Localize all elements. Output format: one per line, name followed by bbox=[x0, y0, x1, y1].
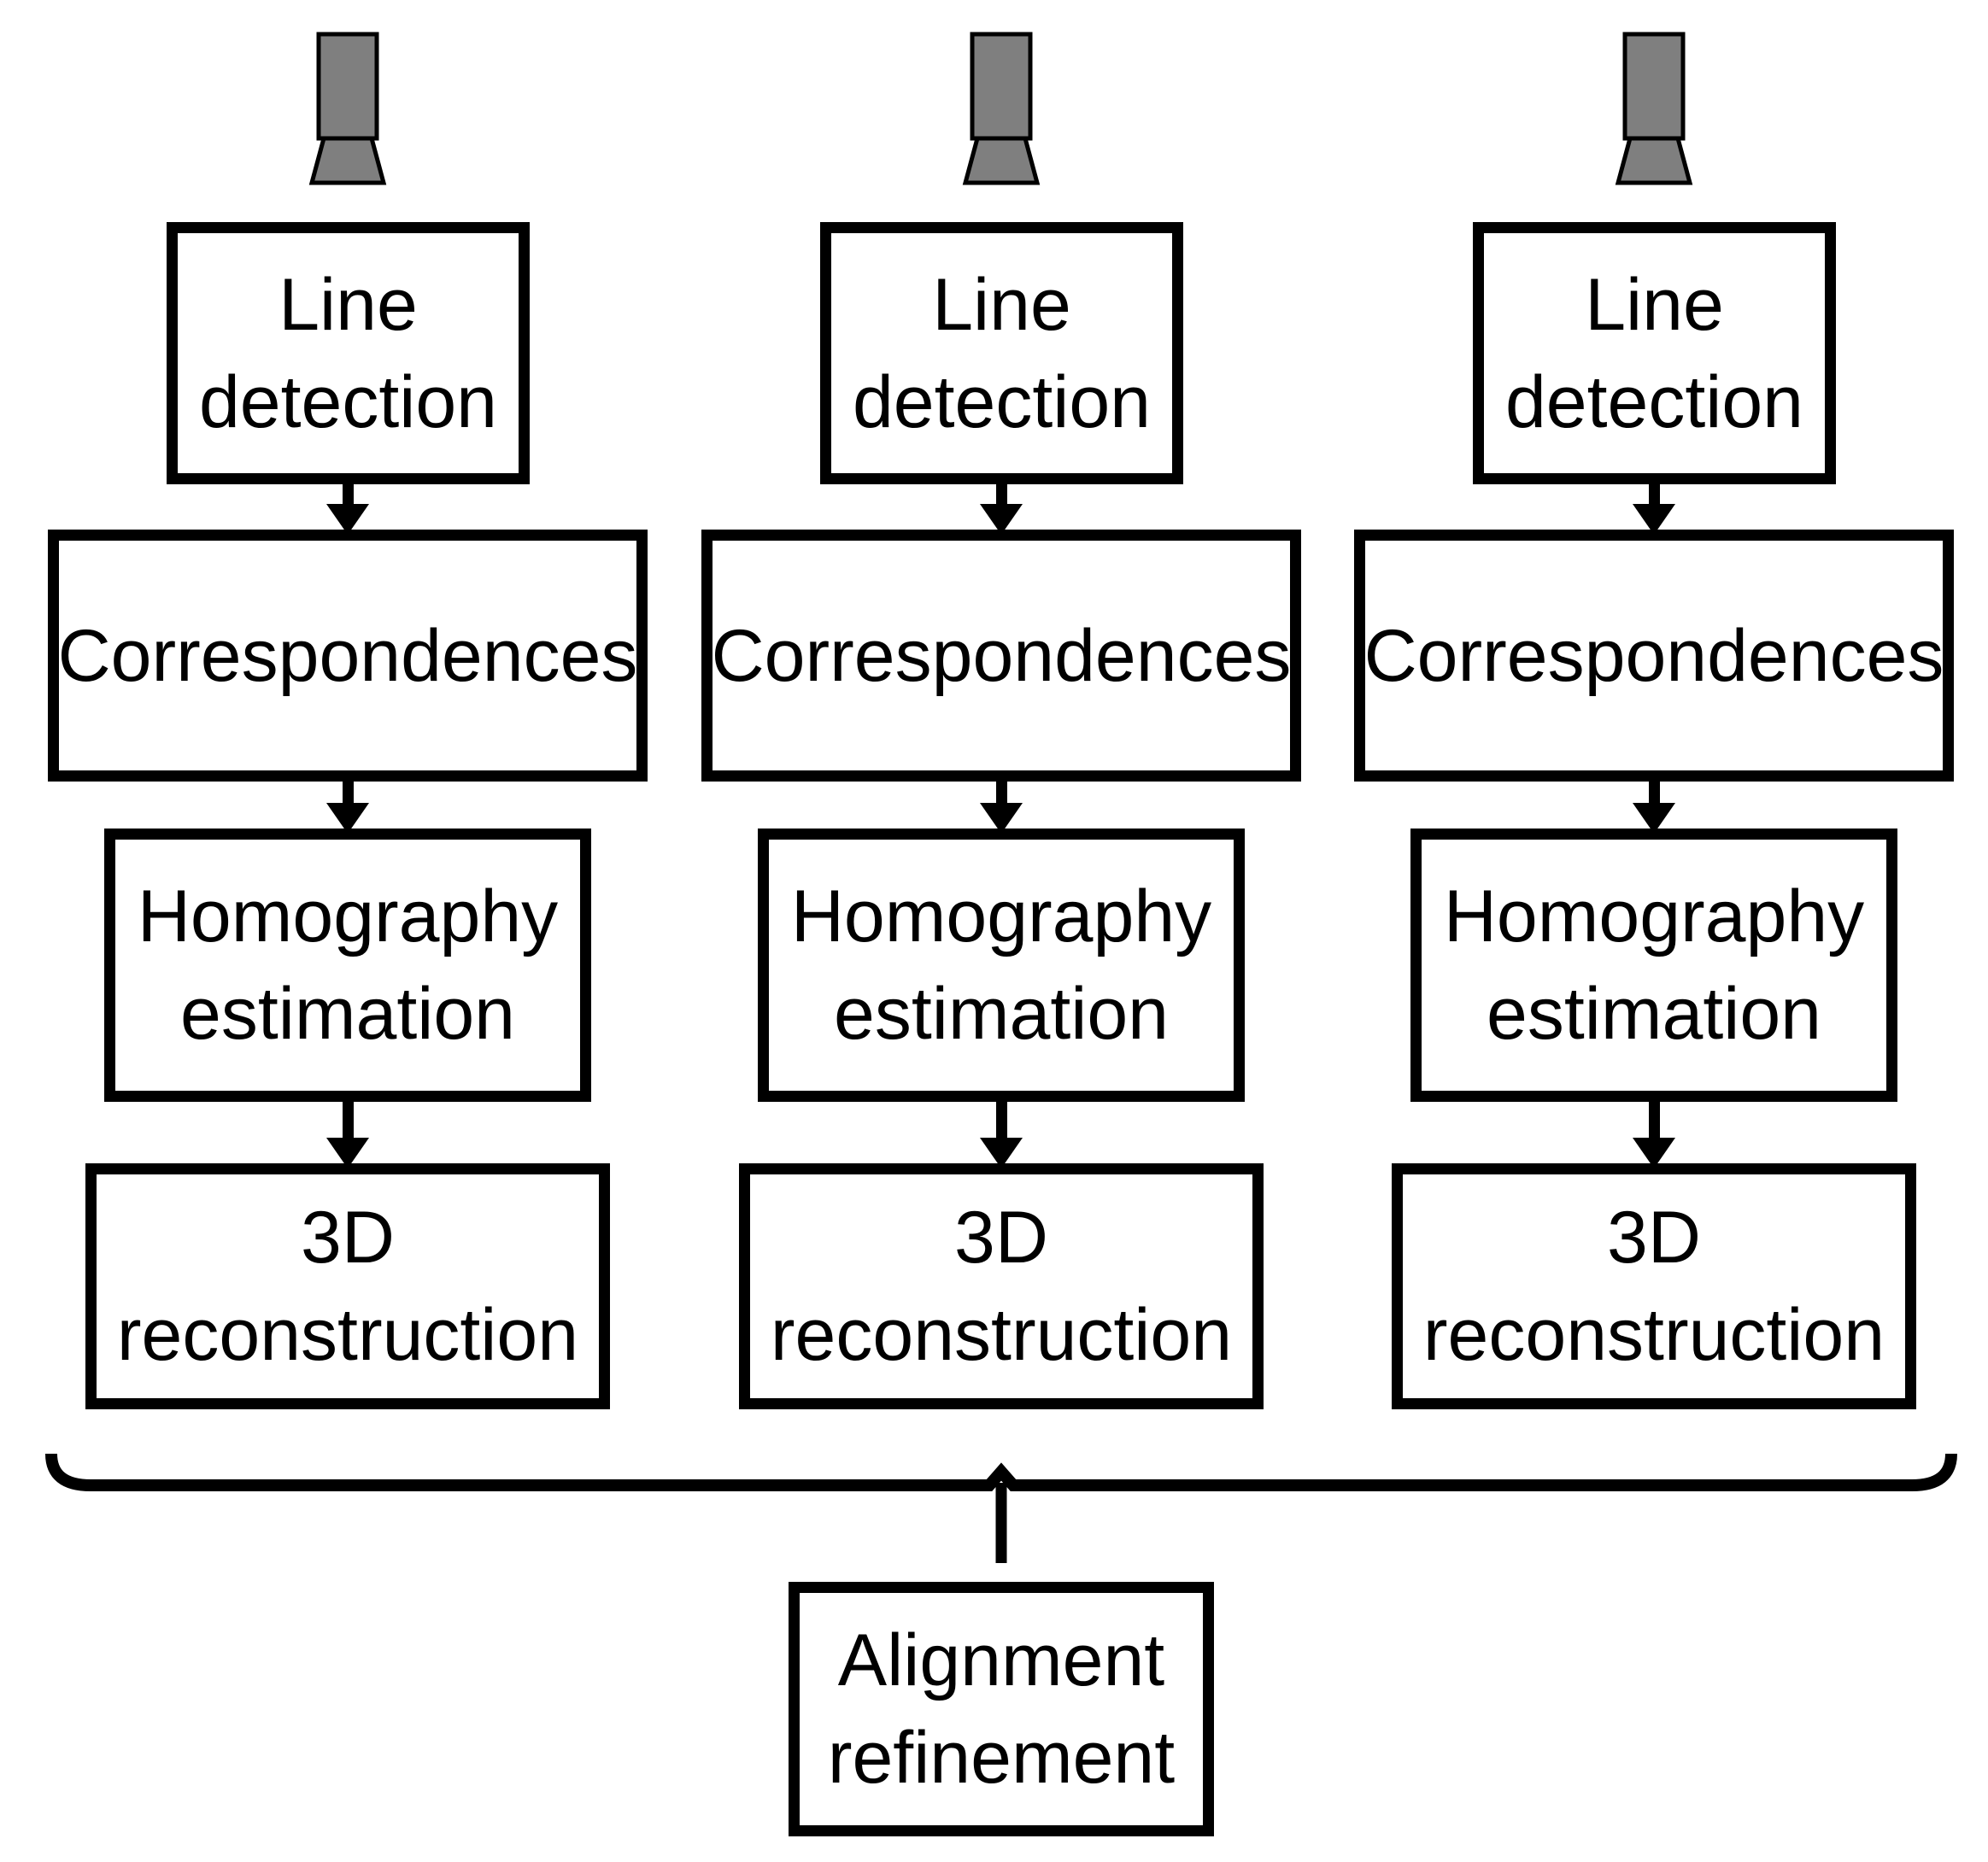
stage-label: reconstruction bbox=[770, 1294, 1233, 1376]
stage-label: estimation bbox=[1487, 973, 1821, 1055]
down-arrow-icon bbox=[1633, 478, 1675, 535]
stage-label: Homography bbox=[137, 875, 559, 957]
stage-label: Homography bbox=[790, 875, 1212, 957]
homography-estimation-box: Homography estimation bbox=[104, 829, 591, 1102]
camera-lens bbox=[308, 136, 387, 185]
arrow-stem bbox=[995, 478, 1007, 504]
stage-label: 3D bbox=[301, 1197, 395, 1279]
stage-label: estimation bbox=[834, 973, 1169, 1055]
reconstruction-3d-box: 3D reconstruction bbox=[85, 1163, 610, 1409]
line-detection-box: Line detection bbox=[167, 222, 530, 484]
stage-label: detection bbox=[1504, 360, 1804, 443]
stage-label: reconstruction bbox=[116, 1294, 579, 1376]
line-detection-box: Line detection bbox=[1473, 222, 1836, 484]
stage-label: 3D bbox=[954, 1197, 1048, 1279]
arrow-stem bbox=[1648, 776, 1660, 803]
down-arrow-icon bbox=[326, 776, 369, 834]
down-arrow-icon bbox=[1633, 776, 1675, 834]
camera-icon bbox=[1615, 32, 1693, 185]
stage-label: detection bbox=[198, 360, 498, 443]
arrow-stem bbox=[1648, 1097, 1660, 1138]
stage-label: Line bbox=[1585, 263, 1724, 346]
camera-body bbox=[970, 32, 1033, 141]
stage-label: Line bbox=[932, 263, 1071, 346]
reconstruction-3d-box: 3D reconstruction bbox=[739, 1163, 1264, 1409]
down-arrow-icon bbox=[980, 1097, 1023, 1168]
stage-label: Alignment bbox=[837, 1619, 1165, 1701]
arrow-stem bbox=[995, 776, 1007, 803]
camera-lens bbox=[962, 136, 1041, 185]
correspondences-box: Correspondences bbox=[701, 530, 1301, 782]
stage-label: estimation bbox=[180, 973, 515, 1055]
down-arrow-icon bbox=[980, 776, 1023, 834]
reconstruction-3d-box: 3D reconstruction bbox=[1392, 1163, 1916, 1409]
camera-lens bbox=[1615, 136, 1693, 185]
arrow-stem bbox=[342, 478, 354, 504]
correspondences-box: Correspondences bbox=[1354, 530, 1954, 782]
camera-icon bbox=[308, 32, 387, 185]
stage-label: Correspondences bbox=[57, 614, 638, 697]
stage-label: refinement bbox=[827, 1717, 1176, 1799]
stage-label: detection bbox=[852, 360, 1152, 443]
camera-body bbox=[1622, 32, 1686, 141]
down-arrow-icon bbox=[326, 478, 369, 535]
stage-label: Line bbox=[279, 263, 418, 346]
correspondences-box: Correspondences bbox=[48, 530, 648, 782]
stage-label: 3D bbox=[1607, 1197, 1701, 1279]
arrow-stem bbox=[342, 776, 354, 803]
camera-icon bbox=[962, 32, 1041, 185]
stage-label: Correspondences bbox=[1363, 614, 1944, 697]
down-arrow-icon bbox=[326, 1097, 369, 1168]
arrow-stem bbox=[1648, 478, 1660, 504]
stage-label: Homography bbox=[1443, 875, 1865, 957]
arrow-stem bbox=[995, 1097, 1007, 1138]
alignment-refinement-box: Alignment refinement bbox=[789, 1582, 1214, 1836]
homography-estimation-box: Homography estimation bbox=[1410, 829, 1897, 1102]
arrow-stem bbox=[342, 1097, 354, 1138]
brace-path bbox=[45, 1453, 1957, 1491]
stage-label: Correspondences bbox=[711, 614, 1292, 697]
down-arrow-icon bbox=[1633, 1097, 1675, 1168]
line-detection-box: Line detection bbox=[820, 222, 1183, 484]
camera-body bbox=[316, 32, 379, 141]
homography-estimation-box: Homography estimation bbox=[758, 829, 1245, 1102]
stage-label: reconstruction bbox=[1422, 1294, 1885, 1376]
down-arrow-icon bbox=[980, 478, 1023, 535]
